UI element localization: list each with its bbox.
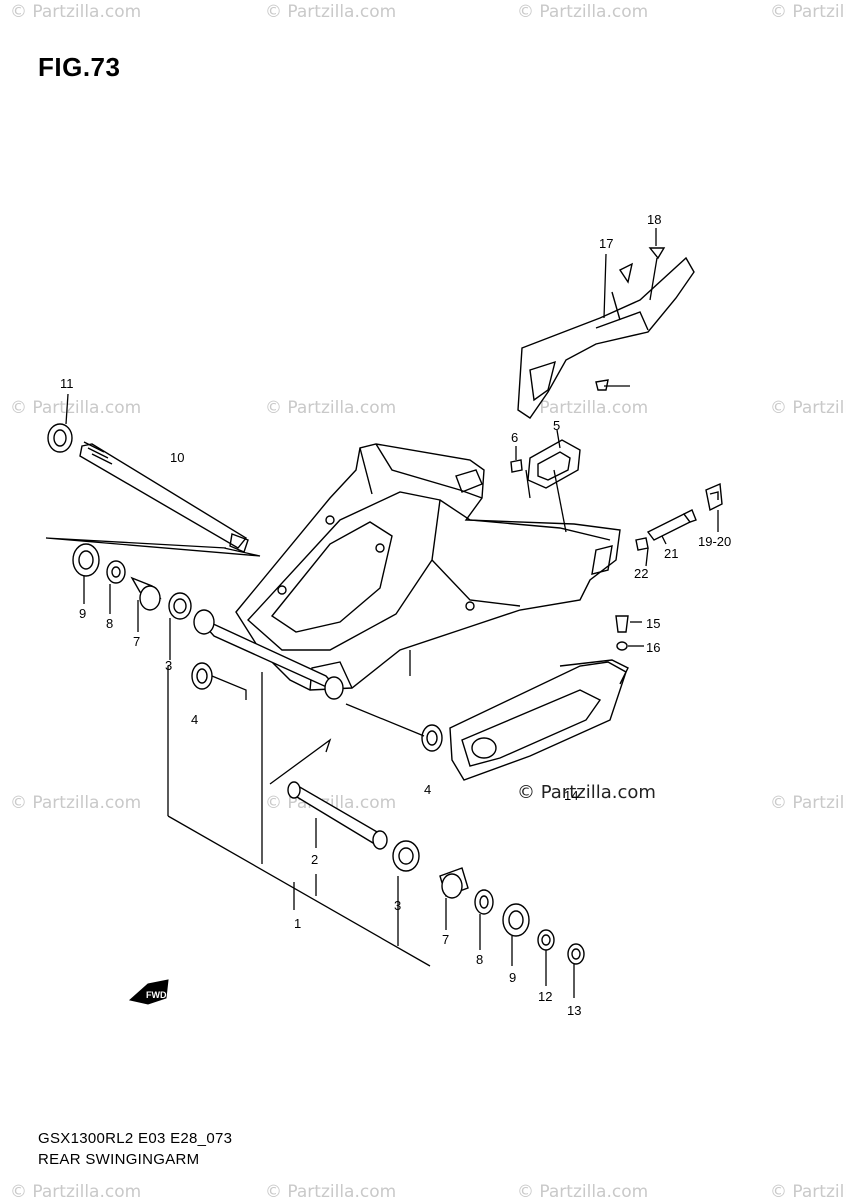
callout-label: 11 [60,376,74,391]
callout-label: 14 [564,788,578,803]
callout-label: 8 [106,616,113,631]
washer-part [616,641,628,651]
seal-part [72,543,100,577]
spacer-part [130,576,162,611]
callout-label: 19-20 [698,534,731,549]
callout-label: 17 [599,236,613,251]
watermark: © Partzilla.com [10,793,142,813]
bolt-part [595,379,609,391]
pivot-shaft-part [79,441,249,553]
watermark: © Partzilla.com [517,398,649,418]
cover-plate-part [527,439,581,489]
spacer-part [439,867,469,899]
watermark: © Partzilla.com [10,2,142,22]
leader-lines [65,228,719,998]
callout-label: 6 [511,430,518,445]
bushing-part [191,662,213,690]
callout-label: 9 [509,970,516,985]
callout-label: 4 [191,712,198,727]
model-code: GSX1300RL2 E03 E28_073 [38,1130,233,1147]
callout-label: 1 [294,916,301,931]
watermark: © Partzilla.com [770,793,846,813]
watermark: © Partzilla.com [10,398,142,418]
pivot-sleeve-part [287,781,388,850]
watermark: © Partzilla.com [770,398,846,418]
figure-title: FIG.73 [38,52,121,82]
chain-adjuster-part [705,482,723,512]
watermark: © Partzilla.com [517,2,649,22]
callout-label: 15 [646,616,660,631]
section-name: REAR SWINGINGARM [38,1151,200,1168]
watermark: © Partzilla.com [770,1182,846,1200]
swingarm-part [235,443,621,691]
watermark: © Partzilla.com [10,1182,142,1200]
watermark: © Partzilla.com [770,2,846,22]
bearing-part [168,592,192,620]
forward-direction-badge: FWD [128,979,169,1005]
callout-label: 7 [442,932,449,947]
washer-part [47,423,73,453]
nut-part [635,537,649,551]
bushing-part [421,724,443,752]
callout-label: 13 [567,1003,581,1018]
watermark: © Partzilla.com [265,398,397,418]
leader-line [211,675,247,700]
bearing-part [392,840,420,872]
callout-label: 3 [165,658,172,673]
adjuster-bolt-part [646,509,697,541]
callout-label: 18 [647,212,661,227]
watermark: © Partzilla.com [265,2,397,22]
pivot-tube-part [193,609,344,700]
callout-label: 5 [553,418,560,433]
leader-line [269,738,332,785]
watermark: © Partzilla.com [517,1182,649,1200]
callout-label: 22 [634,566,648,581]
bolt-part [648,247,666,301]
callout-label: 2 [311,852,318,867]
callout-label: 21 [664,546,678,561]
nut-part [567,943,585,965]
chain-guide-part [449,659,629,781]
bolt-part [615,615,629,633]
washer-hole [53,429,67,447]
callout-label: 7 [133,634,140,649]
callout-label: 9 [79,606,86,621]
bolt-part [510,459,523,473]
callout-label: 3 [394,898,401,913]
callout-label: 16 [646,640,660,655]
washer-part [474,889,494,915]
callout-label: 10 [170,450,184,465]
callout-label: 4 [424,782,431,797]
watermark: © Partzilla.com [265,1182,397,1200]
washer-part [537,929,555,951]
chain-case-part [517,256,695,419]
fwd-label: FWD [146,990,167,1000]
washer-part [106,560,126,584]
watermark-center: © Partzilla.com [517,782,656,803]
leader-line [45,537,261,557]
callout-label: 8 [476,952,483,967]
leader-line [345,703,425,737]
seal-part [502,903,530,937]
callout-label: 12 [538,989,552,1004]
